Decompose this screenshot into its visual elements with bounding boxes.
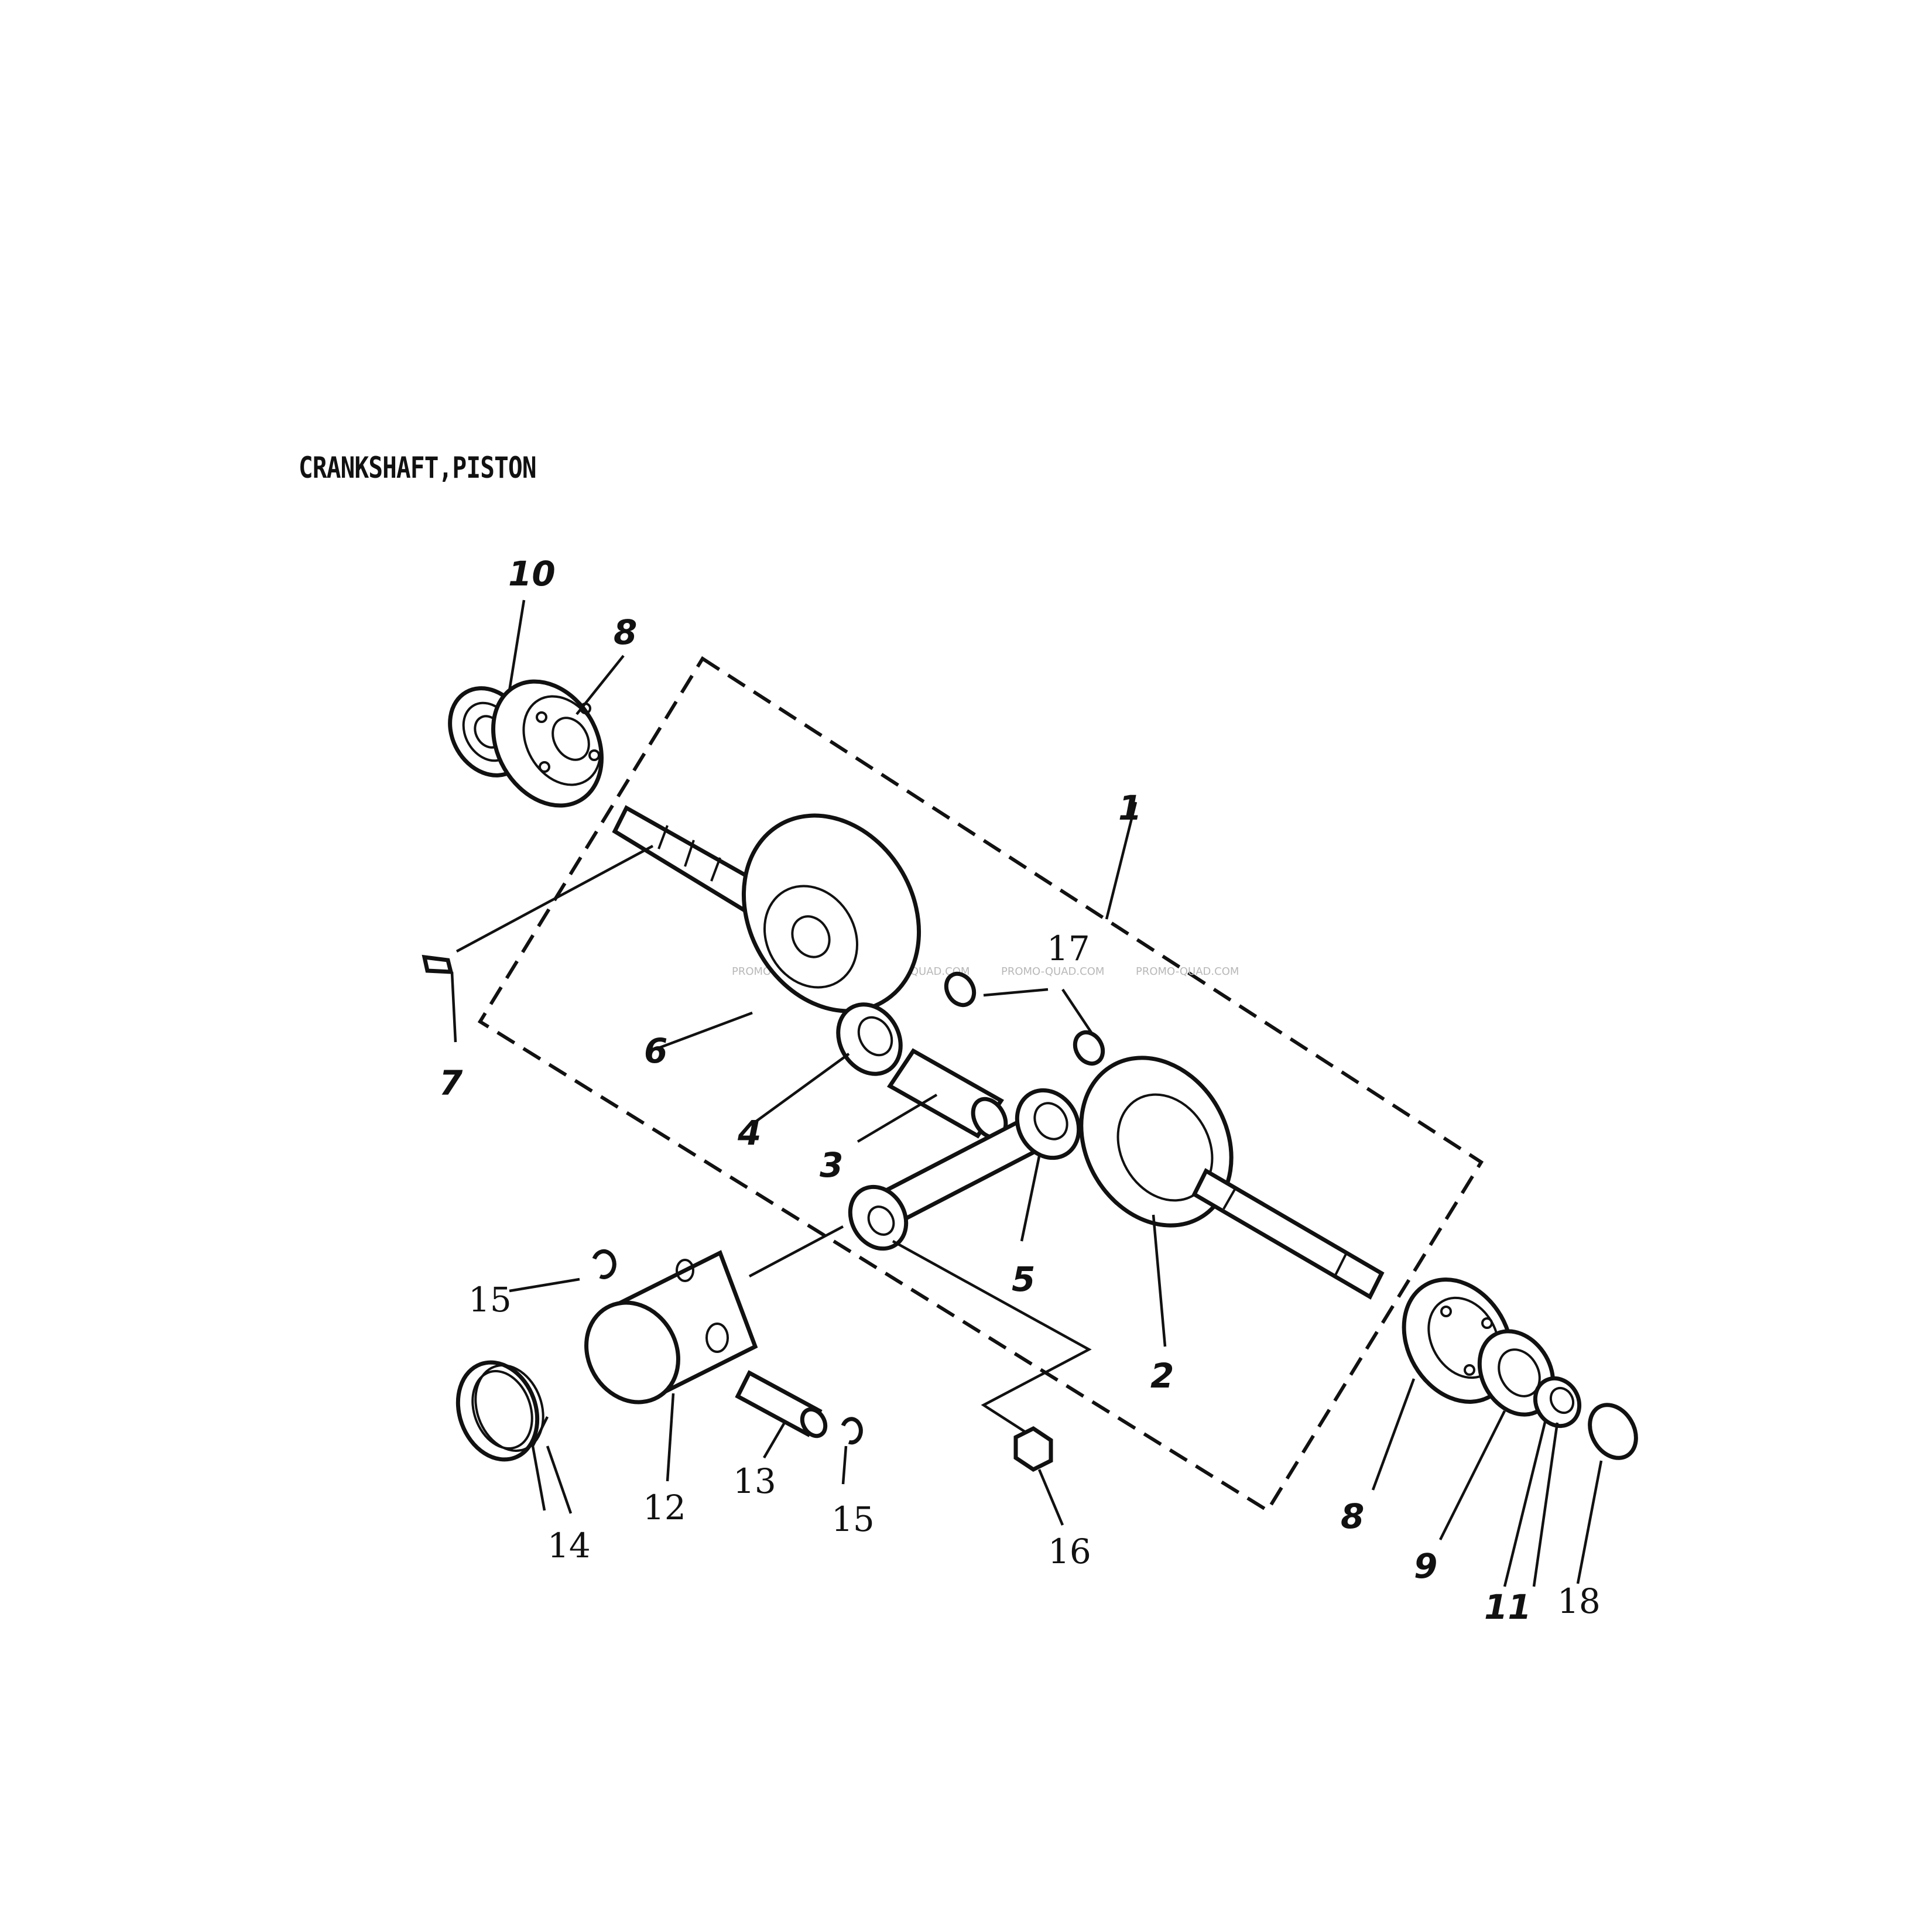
nut [1013,1426,1053,1472]
washer-right [1588,1403,1638,1460]
callout-7: 7 [439,1063,463,1103]
piston-rings [455,1360,544,1462]
crankshaft-assembly-box [477,656,1484,1513]
callout-4: 4 [737,1113,761,1153]
callout-11: 11 [1484,1587,1532,1627]
piston [584,1250,758,1405]
callout-14: 14 [547,1526,591,1566]
callout-18: 18 [1557,1581,1601,1621]
callout-9: 9 [1414,1546,1437,1586]
connecting-rod [848,1088,1081,1251]
callout-13: 13 [733,1461,776,1501]
callouts: 10 8 1 17 6 7 4 3 5 2 15 12 13 15 14 16 … [439,554,1601,1627]
callout-17: 17 [1047,929,1090,968]
callout-6: 6 [644,1031,667,1071]
diagram-title: CRANKSHAFT,PISTON [299,451,537,485]
crankshaft-right-half [1079,1056,1385,1300]
callout-12: 12 [643,1488,686,1527]
crank-pin [887,1048,1008,1140]
circlip-bottom [841,1417,863,1445]
svg-text:PROMO-QUAD.COM: PROMO-QUAD.COM [1001,965,1104,978]
callout-15-top: 15 [468,1280,512,1320]
thrust-washers [944,971,1105,1066]
callout-2: 2 [1150,1356,1174,1396]
piston-pin [735,1370,828,1438]
callout-16: 16 [1048,1532,1091,1571]
callout-10: 10 [508,554,556,594]
needle-bearing [836,1002,903,1076]
callout-1: 1 [1118,788,1142,828]
woodruff-key [422,954,454,974]
callout-8-left: 8 [614,612,637,652]
circlip-top [592,1249,616,1279]
callout-8-right: 8 [1341,1496,1364,1536]
callout-3: 3 [820,1145,843,1185]
collar [1533,1376,1582,1429]
crankshaft-left-half [612,805,922,1013]
leader-lines [450,600,1603,1587]
callout-5: 5 [1012,1259,1035,1299]
callout-15-bottom: 15 [831,1499,875,1539]
svg-text:PROMO-QUAD.COM: PROMO-QUAD.COM [1136,965,1239,978]
